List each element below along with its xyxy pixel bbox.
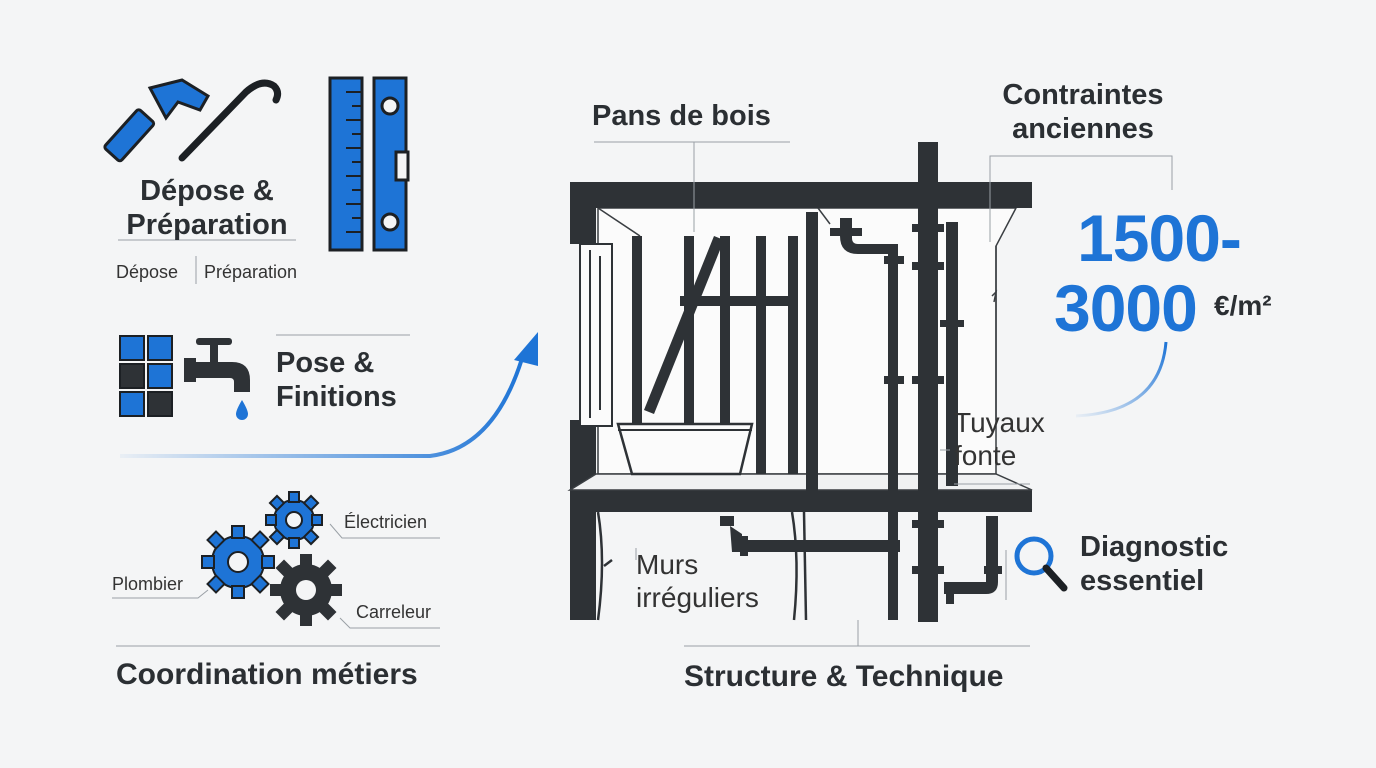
label-electricien: Électricien <box>344 512 428 532</box>
price-unit: €/m² <box>1214 290 1272 321</box>
tuyaux-line2: fonte <box>954 440 1017 471</box>
contraintes-anciennes-label: Contraintes anciennes <box>994 78 1172 146</box>
pose-finitions-title: Pose & Finitions <box>276 346 397 414</box>
depose-preparation-title: Dépose & Préparation <box>118 174 296 242</box>
tuyaux-line1: Tuyaux <box>954 407 1045 438</box>
coordination-title: Coordination métiers <box>116 658 418 691</box>
magnifier-icon <box>1014 536 1068 592</box>
depose-sub-right: Préparation <box>204 262 298 282</box>
gear-blue-small <box>265 491 323 549</box>
contraintes-line2: anciennes <box>1012 113 1154 145</box>
structure-technique-title: Structure & Technique <box>684 660 1004 693</box>
faucet-icon <box>184 338 250 420</box>
gear-dark <box>270 554 342 626</box>
murs-line2: irréguliers <box>636 582 759 613</box>
arrow-icon <box>120 332 538 458</box>
diagnostic-line1: Diagnostic <box>1080 531 1229 563</box>
price-arc <box>1075 341 1168 418</box>
diagnostic-line2: essentiel <box>1080 565 1205 597</box>
pose-title-line2: Finitions <box>276 381 397 413</box>
spirit-level-icon <box>372 76 410 252</box>
depose-title-line2: Préparation <box>126 209 288 241</box>
murs-irreguliers-label: Murs irréguliers <box>636 548 759 614</box>
depose-sub-left: Dépose <box>116 262 179 282</box>
ruler-icon <box>328 76 364 252</box>
leader-lines <box>594 141 1173 647</box>
price-line1: 1500- <box>1077 201 1242 275</box>
gear-leader-lines <box>112 523 440 629</box>
tuyaux-fonte-label: Tuyaux fonte <box>954 406 1045 472</box>
hammer-icon <box>103 78 211 163</box>
pose-title-line1: Pose & <box>276 347 375 379</box>
diagnostic-essentiel-label: Diagnostic essentiel <box>1080 530 1228 598</box>
contraintes-line1: Contraintes <box>1002 79 1164 111</box>
tiles-icon <box>119 335 173 417</box>
window <box>579 243 613 427</box>
crowbar-icon <box>178 79 282 162</box>
murs-line1: Murs <box>636 549 699 580</box>
cast-iron-pipes <box>720 142 1002 622</box>
depose-title-line1: Dépose & <box>140 175 274 207</box>
timber-frame <box>632 212 818 494</box>
pans-de-bois-label: Pans de bois <box>592 100 771 132</box>
house-cross-section <box>567 142 1033 622</box>
gears-icon <box>201 491 342 626</box>
price-line2: 3000 <box>1054 271 1198 345</box>
label-carreleur: Carreleur <box>356 602 432 622</box>
label-plombier: Plombier <box>112 574 184 594</box>
basin <box>616 422 754 476</box>
gear-blue-large <box>201 525 275 599</box>
irregular-walls <box>596 511 808 621</box>
